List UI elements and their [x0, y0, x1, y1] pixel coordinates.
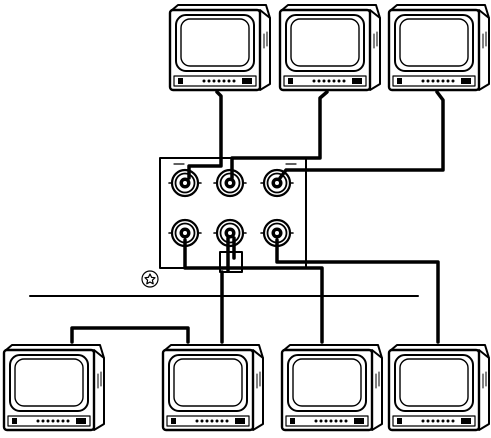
crt-monitor-icon — [170, 5, 270, 90]
cable-loop-through — [72, 328, 188, 342]
star-in-circle-icon — [142, 271, 158, 287]
monitor-top-3 — [389, 5, 489, 90]
jack-top-right — [261, 170, 293, 196]
cable-top-1 — [189, 92, 221, 178]
crt-monitor-icon — [163, 345, 263, 430]
jack-top-left — [169, 170, 201, 196]
jack-bottom-center — [214, 220, 246, 246]
cable-top-2 — [232, 92, 327, 178]
monitor-bottom-3 — [282, 345, 382, 430]
crt-monitor-icon — [4, 345, 104, 430]
monitor-bottom-4 — [389, 345, 489, 430]
crt-monitor-icon — [389, 345, 489, 430]
crt-monitor-icon — [280, 5, 380, 90]
cables — [72, 92, 443, 342]
cable-top-3 — [280, 92, 443, 178]
crt-monitor-icon — [282, 345, 382, 430]
bnc-jack-icon — [261, 170, 293, 196]
monitor-top-1 — [170, 5, 270, 90]
bnc-jack-icon — [214, 170, 246, 196]
bnc-jack-icon — [214, 220, 246, 246]
bnc-jack-icon — [169, 170, 201, 196]
monitor-bottom-1 — [4, 345, 104, 430]
cable-bottom-4 — [185, 240, 322, 342]
jack-top-center — [214, 170, 246, 196]
monitor-bottom-2 — [163, 345, 263, 430]
crt-monitor-icon — [389, 5, 489, 90]
monitor-top-2 — [280, 5, 380, 90]
cable-bottom-5 — [277, 240, 438, 342]
